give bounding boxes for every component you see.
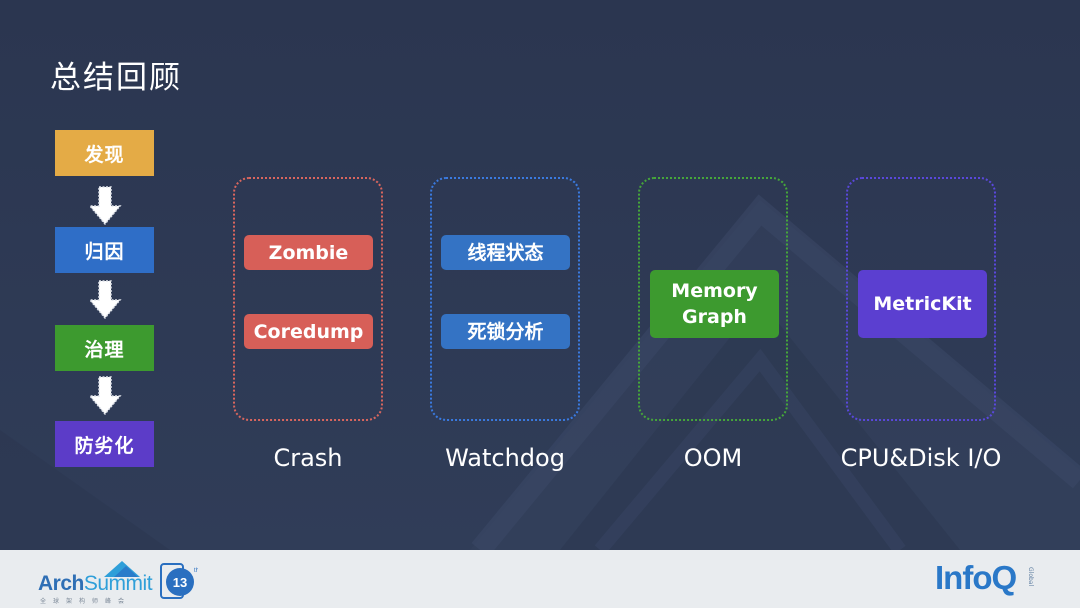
slide: 总结回顾 发现 归因 治理 防劣化 Zombie Coredump Crash … (0, 0, 1080, 550)
step-prevent-regression: 防劣化 (55, 421, 154, 467)
category-label-watchdog: Watchdog (445, 444, 565, 472)
tag-memory-graph: Memory Graph (650, 270, 779, 338)
category-label-oom: OOM (683, 444, 743, 472)
tag-label: Coredump (253, 320, 364, 343)
footer-bar: ArchSummit 全球架构师峰会 13 th InfoQ Global (0, 550, 1080, 608)
tag-label: Memory (671, 280, 758, 302)
archsummit-wordmark: ArchSummit (38, 572, 153, 596)
group-oom (638, 177, 788, 421)
group-crash (233, 177, 383, 421)
category-label-cpu-disk-io: CPU&Disk I/O (840, 444, 1002, 472)
tag-coredump: Coredump (244, 314, 373, 349)
tag-thread-state: 线程状态 (441, 235, 570, 270)
archsummit-subtitle: 全球架构师峰会 (40, 598, 132, 605)
tag-label: 死锁分析 (467, 320, 544, 343)
step-label: 发现 (84, 143, 125, 166)
tag-label: Zombie (268, 241, 349, 264)
step-label: 治理 (84, 338, 125, 361)
anniversary-badge-icon: 13 th (160, 563, 198, 599)
archsummit-arch: Arch (38, 572, 84, 595)
tag-deadlock-analysis: 死锁分析 (441, 314, 570, 349)
infoq-global-tag: Global (1027, 567, 1034, 587)
down-arrow-icon (88, 280, 122, 320)
archsummit-summit: Summit (83, 572, 153, 595)
tag-label: 线程状态 (467, 241, 544, 264)
archsummit-logo: ArchSummit 全球架构师峰会 (38, 558, 158, 605)
infoq-logo: InfoQ Global (935, 555, 1045, 601)
step-label: 防劣化 (74, 434, 135, 457)
step-label: 归因 (84, 240, 125, 263)
down-arrow-icon (88, 186, 122, 226)
step-attribute: 归因 (55, 227, 154, 273)
mountain-icon (104, 561, 140, 577)
group-cpu-disk-io (846, 177, 996, 421)
badge-suffix: th (194, 568, 198, 574)
category-label-crash: Crash (273, 444, 343, 472)
slide-title: 总结回顾 (50, 60, 182, 96)
group-watchdog (430, 177, 580, 421)
tag-metrickit: MetricKit (858, 270, 987, 338)
tag-zombie: Zombie (244, 235, 373, 270)
badge-number: 13 (173, 575, 187, 590)
down-arrow-icon (88, 376, 122, 416)
tag-label: Graph (682, 306, 747, 328)
step-govern: 治理 (55, 325, 154, 371)
step-discover: 发现 (55, 130, 154, 176)
infoq-wordmark: InfoQ (935, 559, 1017, 596)
tag-label: MetricKit (873, 293, 972, 315)
background-decoration (471, 194, 1080, 550)
